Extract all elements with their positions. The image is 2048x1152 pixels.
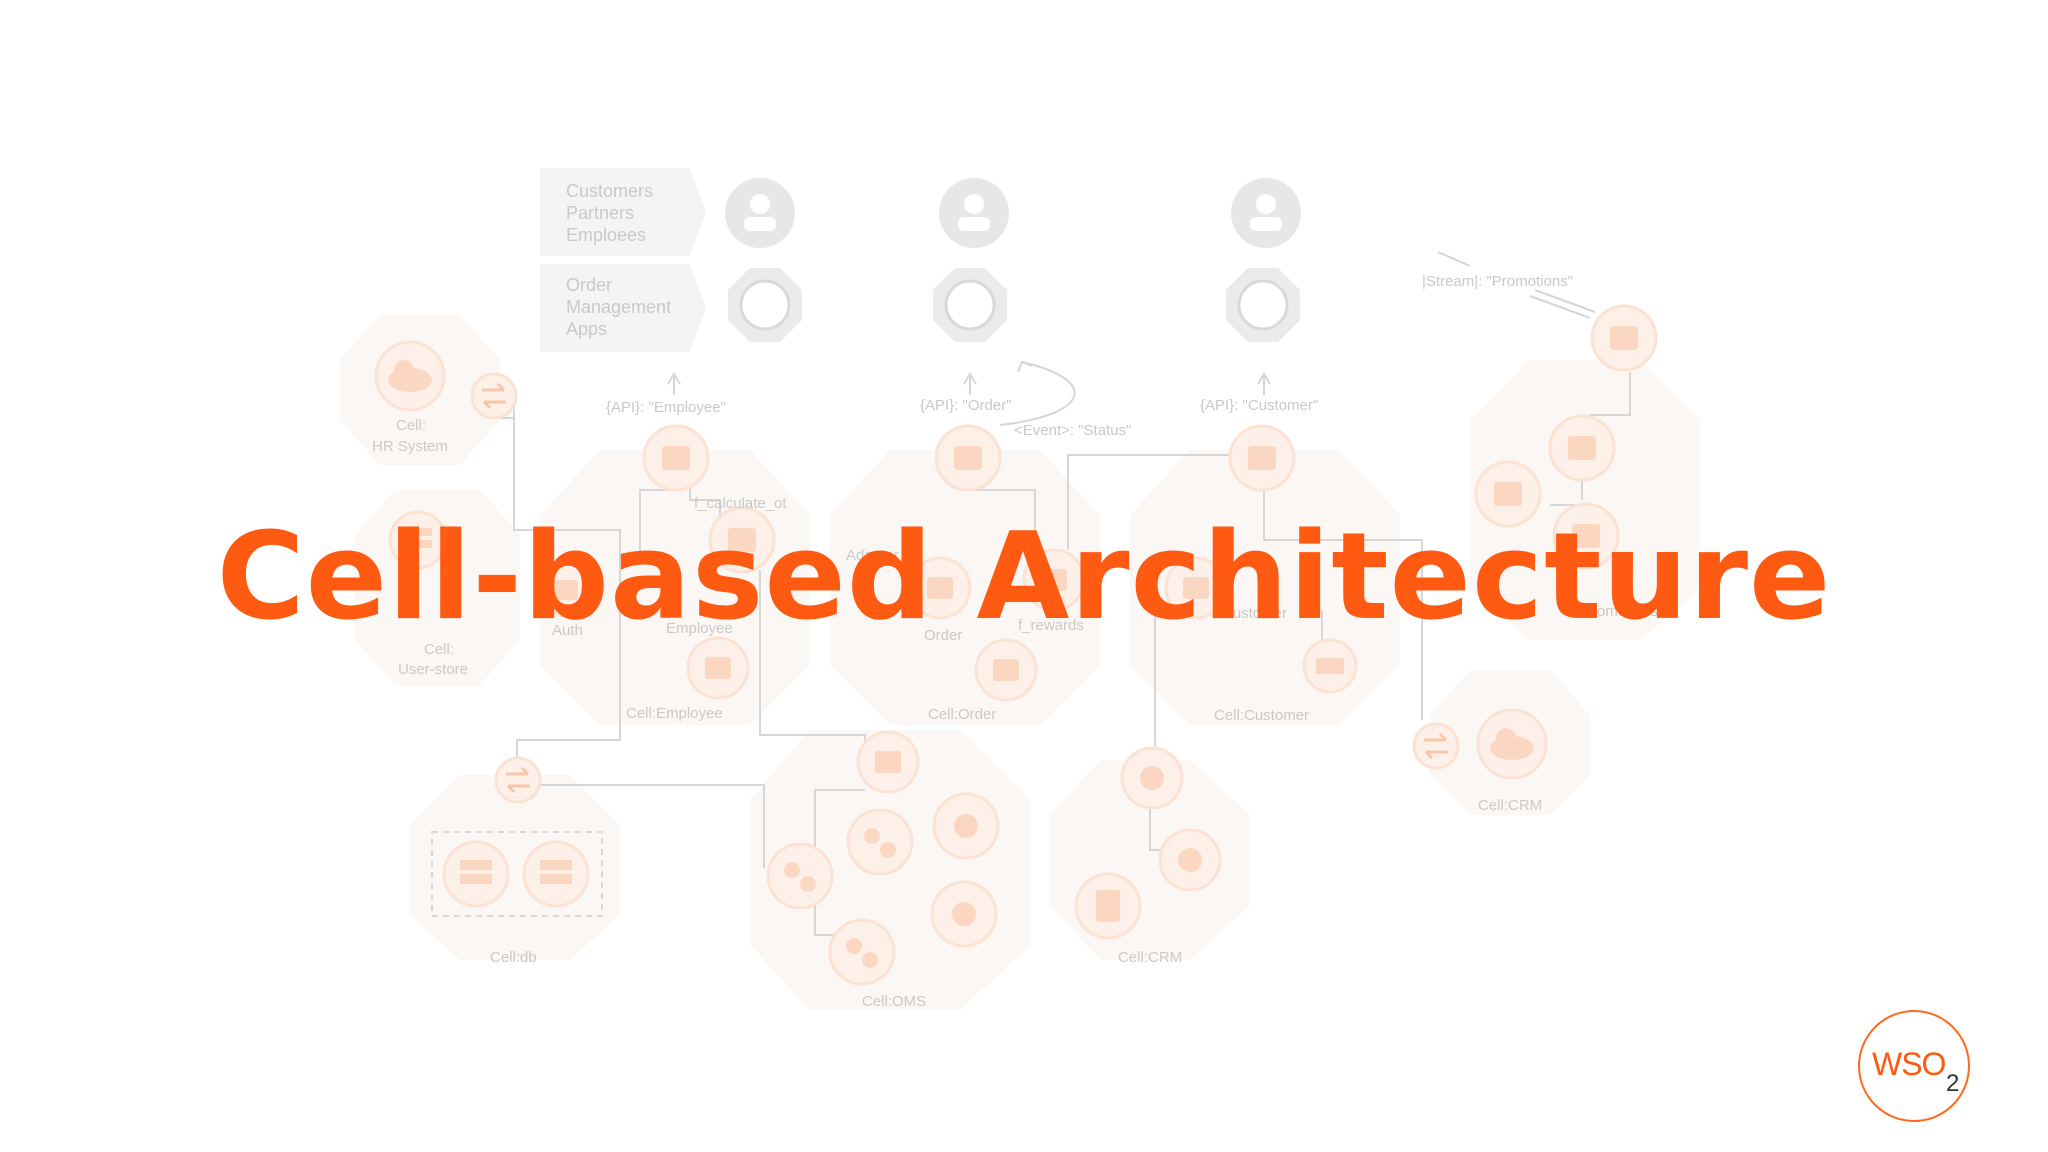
cube-icon (934, 424, 1002, 492)
logo-text: WSO (1872, 1046, 1946, 1082)
app-icon (728, 268, 802, 342)
actors-label-1: Customers (566, 181, 653, 201)
gear-icon (846, 808, 914, 876)
apps-banner (540, 264, 706, 352)
cube-icon (908, 556, 972, 620)
exchange-icon (470, 372, 518, 420)
gear-icon (766, 842, 834, 910)
logo-subscript: 2 (1946, 1070, 1960, 1097)
promotions-inner-label: Promotions (1582, 603, 1658, 620)
cell-hr-label-2: HR System (372, 438, 448, 455)
cube-icon (708, 506, 776, 574)
order-inner-label: Order (924, 627, 962, 644)
cube-icon (1022, 548, 1086, 612)
customer-api-label: {API}: "Customer" (1200, 397, 1318, 414)
cloud-icon (1476, 708, 1548, 780)
exchange-icon (494, 756, 542, 804)
cell-userstore-label-2: User-store (398, 661, 468, 678)
cube-icon (1164, 556, 1228, 620)
user-icon (725, 178, 795, 248)
status-event-label: <Event>: "Status" (1014, 422, 1131, 439)
cube-icon (930, 880, 998, 948)
gear-icon (828, 918, 896, 986)
server-icon (388, 510, 448, 570)
cell-db-bg (410, 775, 620, 960)
cloud-icon (374, 340, 446, 412)
server-icon (442, 840, 510, 908)
cell-promotions-bg (1470, 360, 1700, 640)
function-calc-label: f_calculate_ot (694, 495, 787, 512)
cell-db-label: Cell:db (490, 949, 537, 966)
employee-api-label: {API}: "Employee" (606, 399, 726, 416)
cube-icon (856, 730, 920, 794)
actors-banner (540, 168, 706, 256)
promotions-stream-label: |Stream|: "Promotions" (1422, 273, 1573, 290)
cell-employee-label: Cell:Employee (626, 705, 723, 722)
db-container (431, 831, 603, 917)
cell-hr-label-1: Cell: (396, 417, 426, 434)
cube-icon (1158, 828, 1222, 892)
cube-icon (686, 636, 750, 700)
server-icon (1302, 638, 1358, 694)
cell-order-label: Cell:Order (928, 706, 996, 723)
apps-label-3: Apps (566, 319, 607, 339)
order-api-label: {API}: "Order" (920, 397, 1012, 414)
cube-icon (1552, 502, 1620, 570)
adaptor-label: Adaptor (846, 547, 899, 564)
hand-icon (933, 268, 1007, 342)
cube-icon (974, 638, 1038, 702)
cell-crm-bottom-label: Cell:CRM (1118, 949, 1182, 966)
exchange-icon (1412, 722, 1460, 770)
cell-userstore-label-1: Cell: (424, 641, 454, 658)
apps-label-1: Order (566, 275, 612, 295)
cube-icon (1590, 304, 1658, 372)
cube-icon (1548, 414, 1616, 482)
user-icon (1231, 178, 1301, 248)
user-icon (939, 178, 1009, 248)
actors-label-3: Emploees (566, 225, 646, 245)
employee-inner-label: Employee (666, 620, 733, 637)
actors-label-2: Partners (566, 203, 634, 223)
wso2-logo: WSO 2 (1858, 1010, 1970, 1122)
cell-customer-label: Cell:Customer (1214, 707, 1309, 724)
cart-icon (1226, 268, 1300, 342)
cube-icon (1228, 424, 1296, 492)
customer-inner-label: Customer (1222, 605, 1287, 622)
cube-icon (538, 562, 594, 618)
app-icon (1074, 872, 1142, 940)
cell-crm-right-label: Cell:CRM (1478, 797, 1542, 814)
cube-icon (642, 424, 710, 492)
apps-label-2: Management (566, 297, 671, 317)
slide-title: Cell-based Architecture (216, 508, 1832, 647)
server-icon (522, 840, 590, 908)
cube-icon (1474, 460, 1542, 528)
cube-icon (1120, 746, 1184, 810)
cube-icon (932, 792, 1000, 860)
auth-label: Auth (552, 622, 583, 639)
function-rewards-label: f_rewards (1018, 617, 1084, 634)
cell-oms-label: Cell:OMS (862, 993, 926, 1010)
